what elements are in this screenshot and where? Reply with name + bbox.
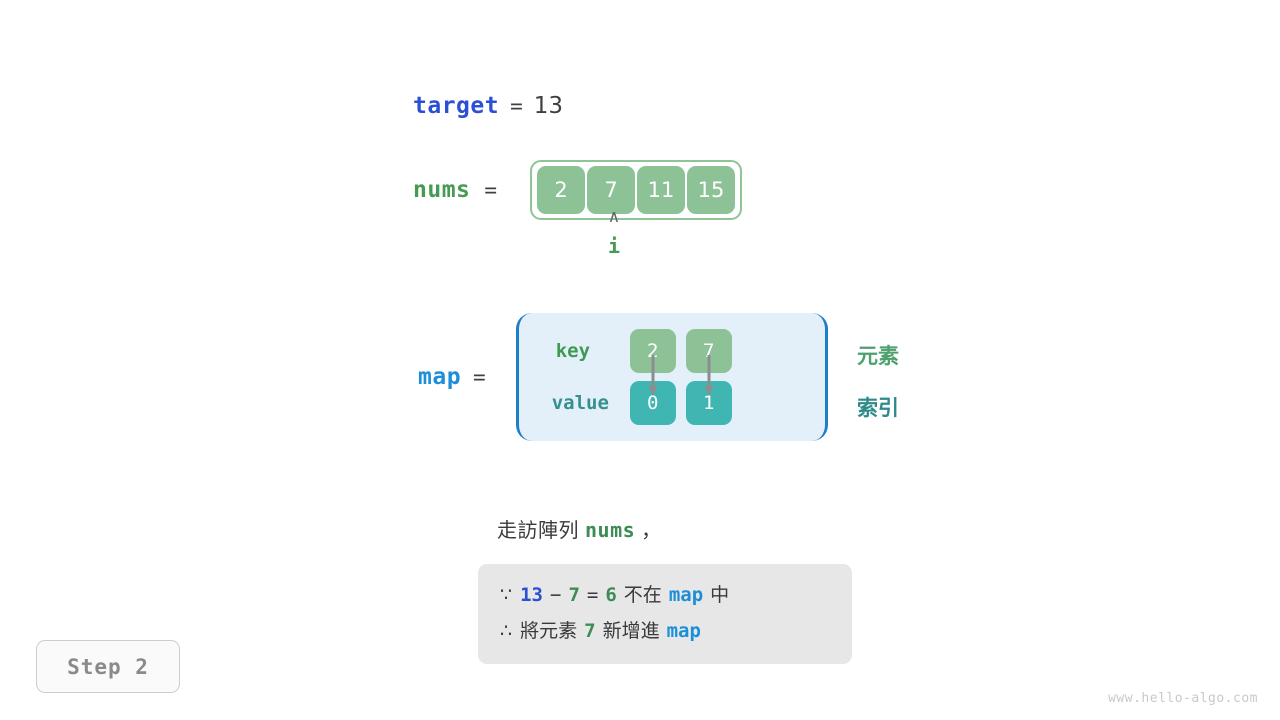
- array-cell: 2: [537, 166, 586, 214]
- reason2-pre-text: 將元素: [520, 620, 578, 642]
- map-variable-name: map: [418, 364, 462, 390]
- reasoning-line-2: ∴ 將元素 7 新增進 map: [500, 613, 832, 649]
- narration-prefix: 走訪陣列: [497, 518, 579, 542]
- target-row: target = 13: [413, 93, 563, 119]
- reason-operand-b: 7: [568, 584, 580, 606]
- map-key-cell: 7: [685, 329, 732, 373]
- watermark: www.hello-algo.com: [1108, 691, 1258, 706]
- map-container: key value 2 0 7 1: [515, 313, 828, 441]
- map-entry: 7 1: [685, 329, 732, 425]
- reason-tail-text: 中: [710, 584, 730, 606]
- reason-equals-sign: =: [586, 584, 599, 606]
- nums-equals-sign: =: [484, 178, 498, 202]
- map-entries: 2 0 7 1: [629, 329, 732, 425]
- reason-map-code: map: [668, 584, 704, 606]
- map-key-label: key: [555, 340, 591, 362]
- reason2-mid-text: 新增進: [602, 620, 660, 642]
- reason-operand-a: 13: [520, 584, 543, 606]
- map-value-cell: 0: [629, 381, 676, 425]
- because-symbol: ∵: [500, 584, 513, 606]
- array-cell: 15: [687, 166, 736, 214]
- nums-variable-name: nums: [413, 177, 471, 203]
- side-label-element: 元素: [857, 344, 899, 368]
- reason2-number: 7: [584, 620, 596, 642]
- target-equals-sign: =: [510, 94, 523, 118]
- nums-array: 2 7 11 15: [530, 160, 743, 220]
- narration-suffix: ，: [641, 518, 662, 542]
- reason2-map-code: map: [666, 620, 701, 642]
- map-key-cell: 2: [629, 329, 676, 373]
- reasoning-line-1: ∵ 13−7 = 6 不在 map 中: [500, 577, 832, 613]
- map-equals-sign: =: [473, 365, 486, 389]
- index-pointer: ∧ i: [586, 207, 642, 259]
- map-value-label: value: [551, 392, 609, 414]
- map-value-cell: 1: [685, 381, 732, 425]
- therefore-symbol: ∴: [500, 620, 513, 642]
- target-value: 13: [533, 93, 564, 119]
- caret-up-icon: ∧: [607, 207, 621, 227]
- array-cell: 7: [587, 166, 636, 214]
- narration-code: nums: [585, 518, 636, 542]
- nums-row: nums = 2 7 11 15: [413, 160, 743, 220]
- map-entry: 2 0: [629, 329, 676, 425]
- index-pointer-label: i: [607, 234, 621, 258]
- array-cell: 11: [637, 166, 686, 214]
- reason-minus-sign: −: [549, 584, 562, 606]
- step-badge: Step 2: [36, 640, 180, 693]
- reason-mid-text: 不在: [623, 584, 662, 606]
- reason-result: 6: [605, 584, 617, 606]
- target-variable-name: target: [413, 93, 500, 119]
- map-row: map = key value 2 0 7 1: [418, 313, 828, 441]
- side-label-index: 索引: [857, 396, 899, 420]
